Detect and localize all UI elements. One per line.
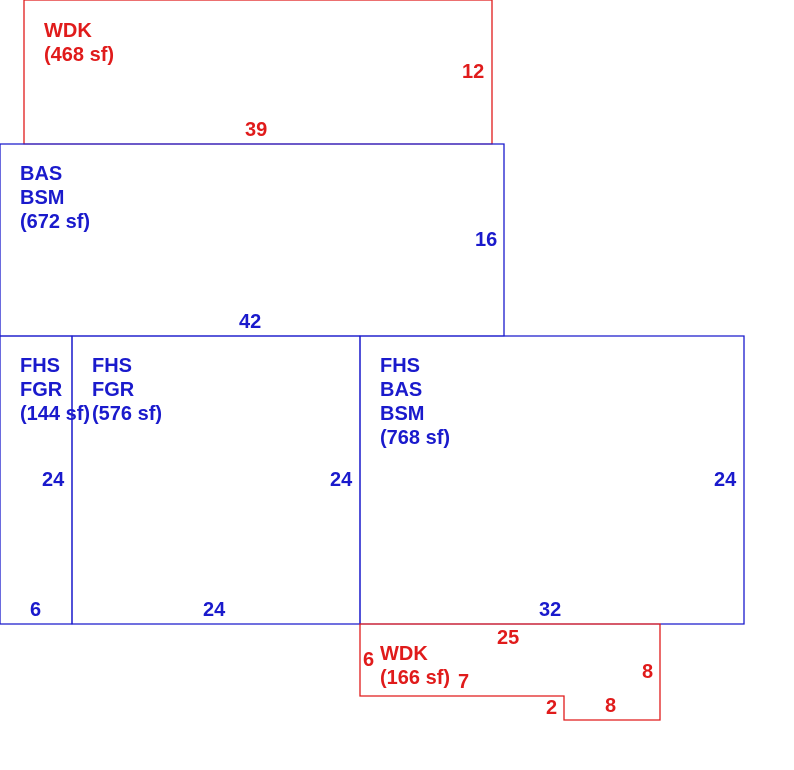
fhs-bas-bsm-outline: [359, 335, 745, 625]
dimension-label: 7: [458, 671, 470, 693]
fhs-fgr-small-label: FHS FGR (144 sf): [20, 354, 90, 426]
dimension-label: 24: [330, 469, 353, 491]
dimension-label: 8: [605, 695, 617, 717]
area-code: FGR: [20, 379, 63, 401]
area-code: FHS: [380, 355, 420, 377]
area-code: FGR: [92, 379, 135, 401]
dimension-label: 16: [475, 229, 498, 251]
dimension-label: 6: [30, 599, 42, 621]
bas-bsm-label: BAS BSM (672 sf): [20, 162, 90, 234]
area-size: (468 sf): [44, 44, 115, 66]
area-size: (166 sf): [380, 667, 451, 689]
area-code: WDK: [380, 643, 428, 665]
wdk-bottom-label: WDK (166 sf): [380, 642, 450, 690]
dimension-label: 24: [203, 599, 226, 621]
fhs-bas-bsm-label: FHS BAS BSM (768 sf): [380, 354, 450, 450]
dimension-label: 6: [363, 649, 375, 671]
area-code: BSM: [380, 403, 425, 425]
area-code: BAS: [20, 163, 63, 185]
dimension-label: 12: [462, 61, 485, 83]
wdk-top-label: WDK (468 sf): [44, 19, 114, 67]
dimension-label: 2: [546, 697, 558, 719]
area-size: (672 sf): [20, 211, 91, 233]
area-code: WDK: [44, 20, 92, 42]
dimension-label: 25: [497, 627, 520, 649]
fhs-fgr-large-label: FHS FGR (576 sf): [92, 354, 162, 426]
area-size: (768 sf): [380, 427, 451, 449]
area-code: FHS: [92, 355, 132, 377]
area-size: (144 sf): [20, 403, 91, 425]
dimension-label: 24: [42, 469, 65, 491]
wdk-bottom-outline: [359, 623, 661, 721]
area-size: (576 sf): [92, 403, 163, 425]
area-code: BSM: [20, 187, 65, 209]
area-code: FHS: [20, 355, 60, 377]
dimension-label: 42: [239, 311, 262, 333]
dimension-label: 32: [539, 599, 562, 621]
area-code: BAS: [380, 379, 423, 401]
dimension-label: 24: [714, 469, 737, 491]
dimension-label: 8: [642, 661, 654, 683]
dimension-label: 39: [245, 119, 268, 141]
